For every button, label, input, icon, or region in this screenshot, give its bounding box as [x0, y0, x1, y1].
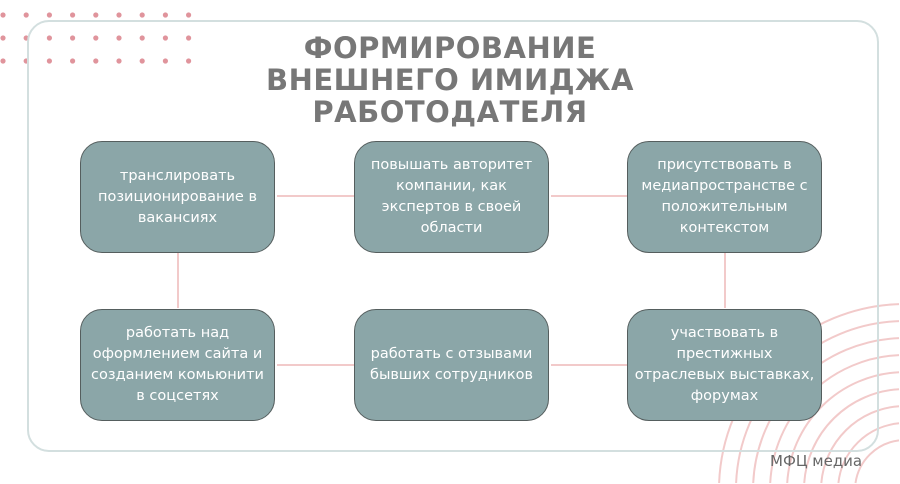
goal-box: транслировать позиционирование в ваканси…: [80, 141, 275, 253]
dot: [116, 12, 122, 18]
page-title: ФОРМИРОВАНИЕ ВНЕШНЕГО ИМИДЖА РАБОТОДАТЕЛ…: [0, 32, 900, 128]
dot: [116, 35, 122, 41]
dot-grid: [0, 12, 192, 64]
dot: [0, 35, 6, 41]
arc: [786, 371, 900, 484]
dot: [23, 12, 29, 18]
dot: [139, 58, 145, 64]
dot: [70, 58, 76, 64]
dot: [186, 12, 192, 18]
dot: [139, 35, 145, 41]
dot: [116, 58, 122, 64]
dot: [46, 58, 53, 64]
goal-box: присутствовать в медиапространстве с пол…: [627, 141, 822, 253]
brand-label: МФЦ медиа: [770, 452, 863, 470]
title-line: РАБОТОДАТЕЛЯ: [312, 95, 588, 129]
goal-text: работать над оформлением сайта и создани…: [91, 325, 264, 404]
dot: [93, 12, 99, 18]
dot: [93, 35, 99, 41]
dot: [0, 12, 6, 18]
goal-box: участвовать в престижных отраслевых выст…: [627, 309, 822, 421]
title-line: ФОРМИРОВАНИЕ: [303, 31, 597, 65]
goal-text: присутствовать в медиапространстве с пол…: [641, 157, 808, 236]
goal-box: работать с отзывами бывших сотрудников: [354, 309, 549, 421]
dot: [186, 35, 192, 41]
dot: [70, 35, 76, 41]
goal-box: повышать авторитет компании, как эксперт…: [354, 141, 549, 253]
goal-text: работать с отзывами бывших сотрудников: [370, 346, 533, 383]
dot: [70, 12, 76, 18]
goal-text: повышать авторитет компании, как эксперт…: [370, 157, 533, 236]
dot: [186, 58, 192, 64]
dot: [93, 58, 99, 64]
dot: [46, 12, 53, 18]
arc: [820, 405, 900, 484]
content-frame: [27, 20, 879, 452]
arc: [803, 388, 900, 484]
title-line: ВНЕШНЕГО ИМИДЖА: [266, 63, 634, 97]
goal-text: участвовать в престижных отраслевых выст…: [634, 325, 815, 404]
dot: [0, 58, 6, 64]
goal-text: транслировать позиционирование в ваканси…: [97, 167, 258, 226]
dot: [162, 58, 168, 64]
dot: [162, 12, 168, 18]
dot: [139, 12, 145, 18]
dot: [162, 35, 168, 41]
goal-box: работать над оформлением сайта и создани…: [80, 309, 275, 421]
connector-lines: [177, 195, 726, 366]
arc: [854, 439, 900, 484]
